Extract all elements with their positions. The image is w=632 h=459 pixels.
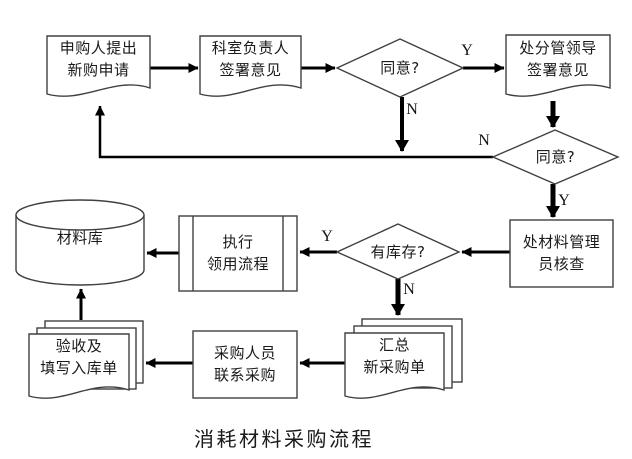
label-dept-head-opinion: 科室负责人 签署意见 — [211, 39, 290, 79]
connector-group — [76, 63, 560, 368]
label-new-purchase-request: 申购人提出 新购申请 — [59, 39, 138, 79]
decision-agree1-diamond — [335, 38, 465, 98]
label-decision-agree1: 同意? — [380, 59, 420, 77]
label-new-purchase-orders: 汇总 新采购单 — [363, 336, 426, 376]
database-cylinder-body — [15, 215, 145, 286]
multidoc-orders-front — [344, 332, 445, 399]
document-division-leader-opinion — [505, 34, 611, 97]
predefined-issue-process-box — [178, 215, 298, 292]
label-division-leader-opinion: 处分管领导 签署意见 — [519, 39, 597, 79]
label-purchaser: 采购人员 联系采购 — [213, 344, 276, 384]
diagram-title: 消耗材料采购流程 — [194, 427, 374, 451]
process-material-admin-box — [509, 219, 614, 288]
label-material-admin: 处材料管理 员核查 — [522, 233, 601, 273]
label-decision-agree2: 同意? — [535, 148, 576, 166]
branch-label-agree1-no: N — [406, 101, 418, 118]
decision-agree2-diamond — [491, 129, 620, 185]
label-acceptance-docs: 验收及 填写入库单 — [40, 337, 118, 377]
branch-label-in-stock-no: N — [403, 281, 415, 298]
process-purchaser-box — [192, 330, 298, 399]
database-cylinder-top — [15, 199, 145, 231]
label-issue-process: 执行 领用流程 — [206, 233, 269, 273]
edge-agree2-no-return — [95, 105, 493, 159]
label-material-store: 材料库 — [56, 229, 104, 247]
branch-label-in-stock-yes: Y — [321, 228, 333, 245]
decision-in-stock-diamond — [335, 223, 461, 280]
document-dept-head-opinion — [199, 35, 302, 97]
branch-label-agree2-yes: Y — [558, 192, 570, 209]
multidoc-acceptance-front — [28, 333, 130, 399]
document-new-purchase-request — [46, 35, 151, 97]
branch-label-agree1-yes: Y — [461, 42, 473, 59]
label-decision-in-stock: 有库存? — [370, 243, 426, 261]
branch-label-agree2-no: N — [478, 132, 490, 149]
